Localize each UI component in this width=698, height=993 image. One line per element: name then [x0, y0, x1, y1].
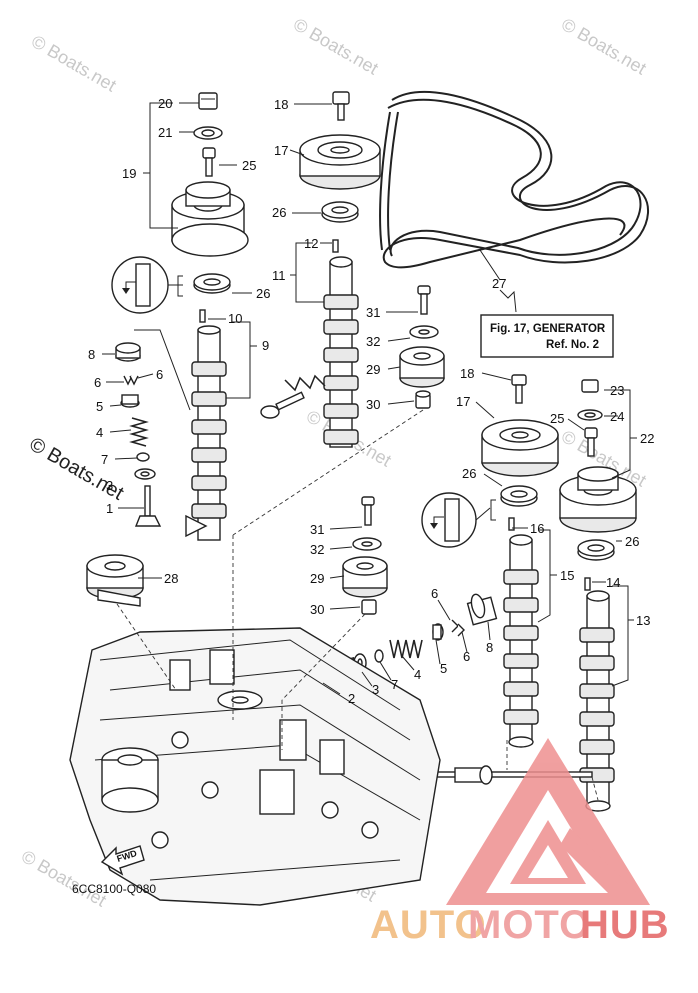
cam-pulley-17-right	[481, 374, 559, 507]
callout-24: 24	[610, 409, 624, 424]
callout-3: 3	[106, 478, 113, 493]
callout-26: 26	[256, 286, 270, 301]
callout-27: 27	[492, 276, 506, 291]
callout-25b: 25	[550, 411, 564, 426]
callout-8b: 8	[486, 640, 493, 655]
idler-assembly-upper	[399, 285, 445, 409]
callout-30: 30	[366, 397, 380, 412]
cylinder-head	[69, 627, 441, 906]
callout-18b: 18	[460, 366, 474, 381]
leader-lines	[102, 102, 637, 695]
camshaft-11	[260, 239, 359, 448]
callout-26d: 26	[625, 534, 639, 549]
seal-orientation-inset-left	[111, 256, 183, 314]
cam-pulley-assembly-22	[559, 379, 637, 561]
callout-29b: 29	[310, 571, 324, 586]
callout-29: 29	[366, 362, 380, 377]
camshaft-13	[579, 577, 615, 812]
callout-3b: 3	[372, 682, 379, 697]
callout-26b: 26	[272, 205, 286, 220]
brand-moto: MOTO	[468, 903, 591, 947]
callout-labels: 20 21 25 19 26 10 9 8 6 6 5 4 7 3 1 18 1…	[88, 96, 654, 706]
callout-6b: 6	[156, 367, 163, 382]
callout-4: 4	[96, 425, 103, 440]
fwd-arrow: FWD	[100, 845, 145, 876]
callout-14: 14	[606, 575, 620, 590]
tensioner-28	[86, 554, 144, 607]
callout-9: 9	[262, 338, 269, 353]
figure-reference-box: Fig. 17, GENERATOR Ref. No. 2	[480, 314, 614, 358]
camshaft-15	[503, 517, 539, 748]
idler-assembly-lower	[342, 496, 388, 615]
callout-19: 19	[122, 166, 136, 181]
callout-16: 16	[530, 521, 544, 536]
callout-20: 20	[158, 96, 172, 111]
callout-2: 2	[348, 691, 355, 706]
callout-15: 15	[560, 568, 574, 583]
callout-7: 7	[101, 452, 108, 467]
callout-21: 21	[158, 125, 172, 140]
figure-ref-line1: Fig. 17, GENERATOR	[490, 323, 606, 335]
callout-32: 32	[366, 334, 380, 349]
valve-train-left	[115, 342, 162, 527]
callout-17: 17	[274, 143, 288, 158]
callout-6c: 6	[431, 586, 438, 601]
diagram-code: 6CC8100-Q080	[72, 882, 156, 896]
callout-31b: 31	[310, 522, 324, 537]
callout-25: 25	[242, 158, 256, 173]
camshaft-9	[185, 309, 227, 541]
callout-5: 5	[96, 399, 103, 414]
callout-1: 1	[106, 501, 113, 516]
reference-lines	[116, 409, 599, 801]
callout-28: 28	[164, 571, 178, 586]
callout-31: 31	[366, 305, 380, 320]
brand-auto: AUTO	[370, 903, 487, 947]
callout-10: 10	[228, 311, 242, 326]
callout-8: 8	[88, 347, 95, 362]
callout-13: 13	[636, 613, 650, 628]
callout-7b: 7	[391, 677, 398, 692]
watermark: © Boats.net	[28, 31, 120, 95]
watermark: © Boats.net	[18, 846, 110, 910]
callout-12: 12	[304, 236, 318, 251]
callout-17b: 17	[456, 394, 470, 409]
callout-23: 23	[610, 383, 624, 398]
callout-30b: 30	[310, 602, 324, 617]
watermark: © Boats.net	[290, 14, 382, 78]
seal-orientation-inset-right	[421, 492, 496, 548]
automotohub-wordmark: AUTO MOTO HUB	[370, 903, 670, 947]
callout-4b: 4	[414, 667, 421, 682]
brand-hub: HUB	[580, 903, 670, 947]
cam-pulley-17-upper	[299, 91, 381, 223]
callout-5b: 5	[440, 661, 447, 676]
cam-pulley-assembly-19	[171, 92, 249, 294]
figure-ref-line2: Ref. No. 2	[546, 339, 599, 351]
callout-32b: 32	[310, 542, 324, 557]
watermark-dark: © Boats.net	[26, 433, 128, 505]
callout-18: 18	[274, 97, 288, 112]
watermark: © Boats.net	[558, 14, 650, 78]
callout-11: 11	[272, 268, 286, 283]
callout-6: 6	[94, 375, 101, 390]
callout-22: 22	[640, 431, 654, 446]
timing-belt	[379, 90, 650, 269]
automotohub-logo	[446, 738, 650, 905]
callout-6d: 6	[463, 649, 470, 664]
callout-26c: 26	[462, 466, 476, 481]
